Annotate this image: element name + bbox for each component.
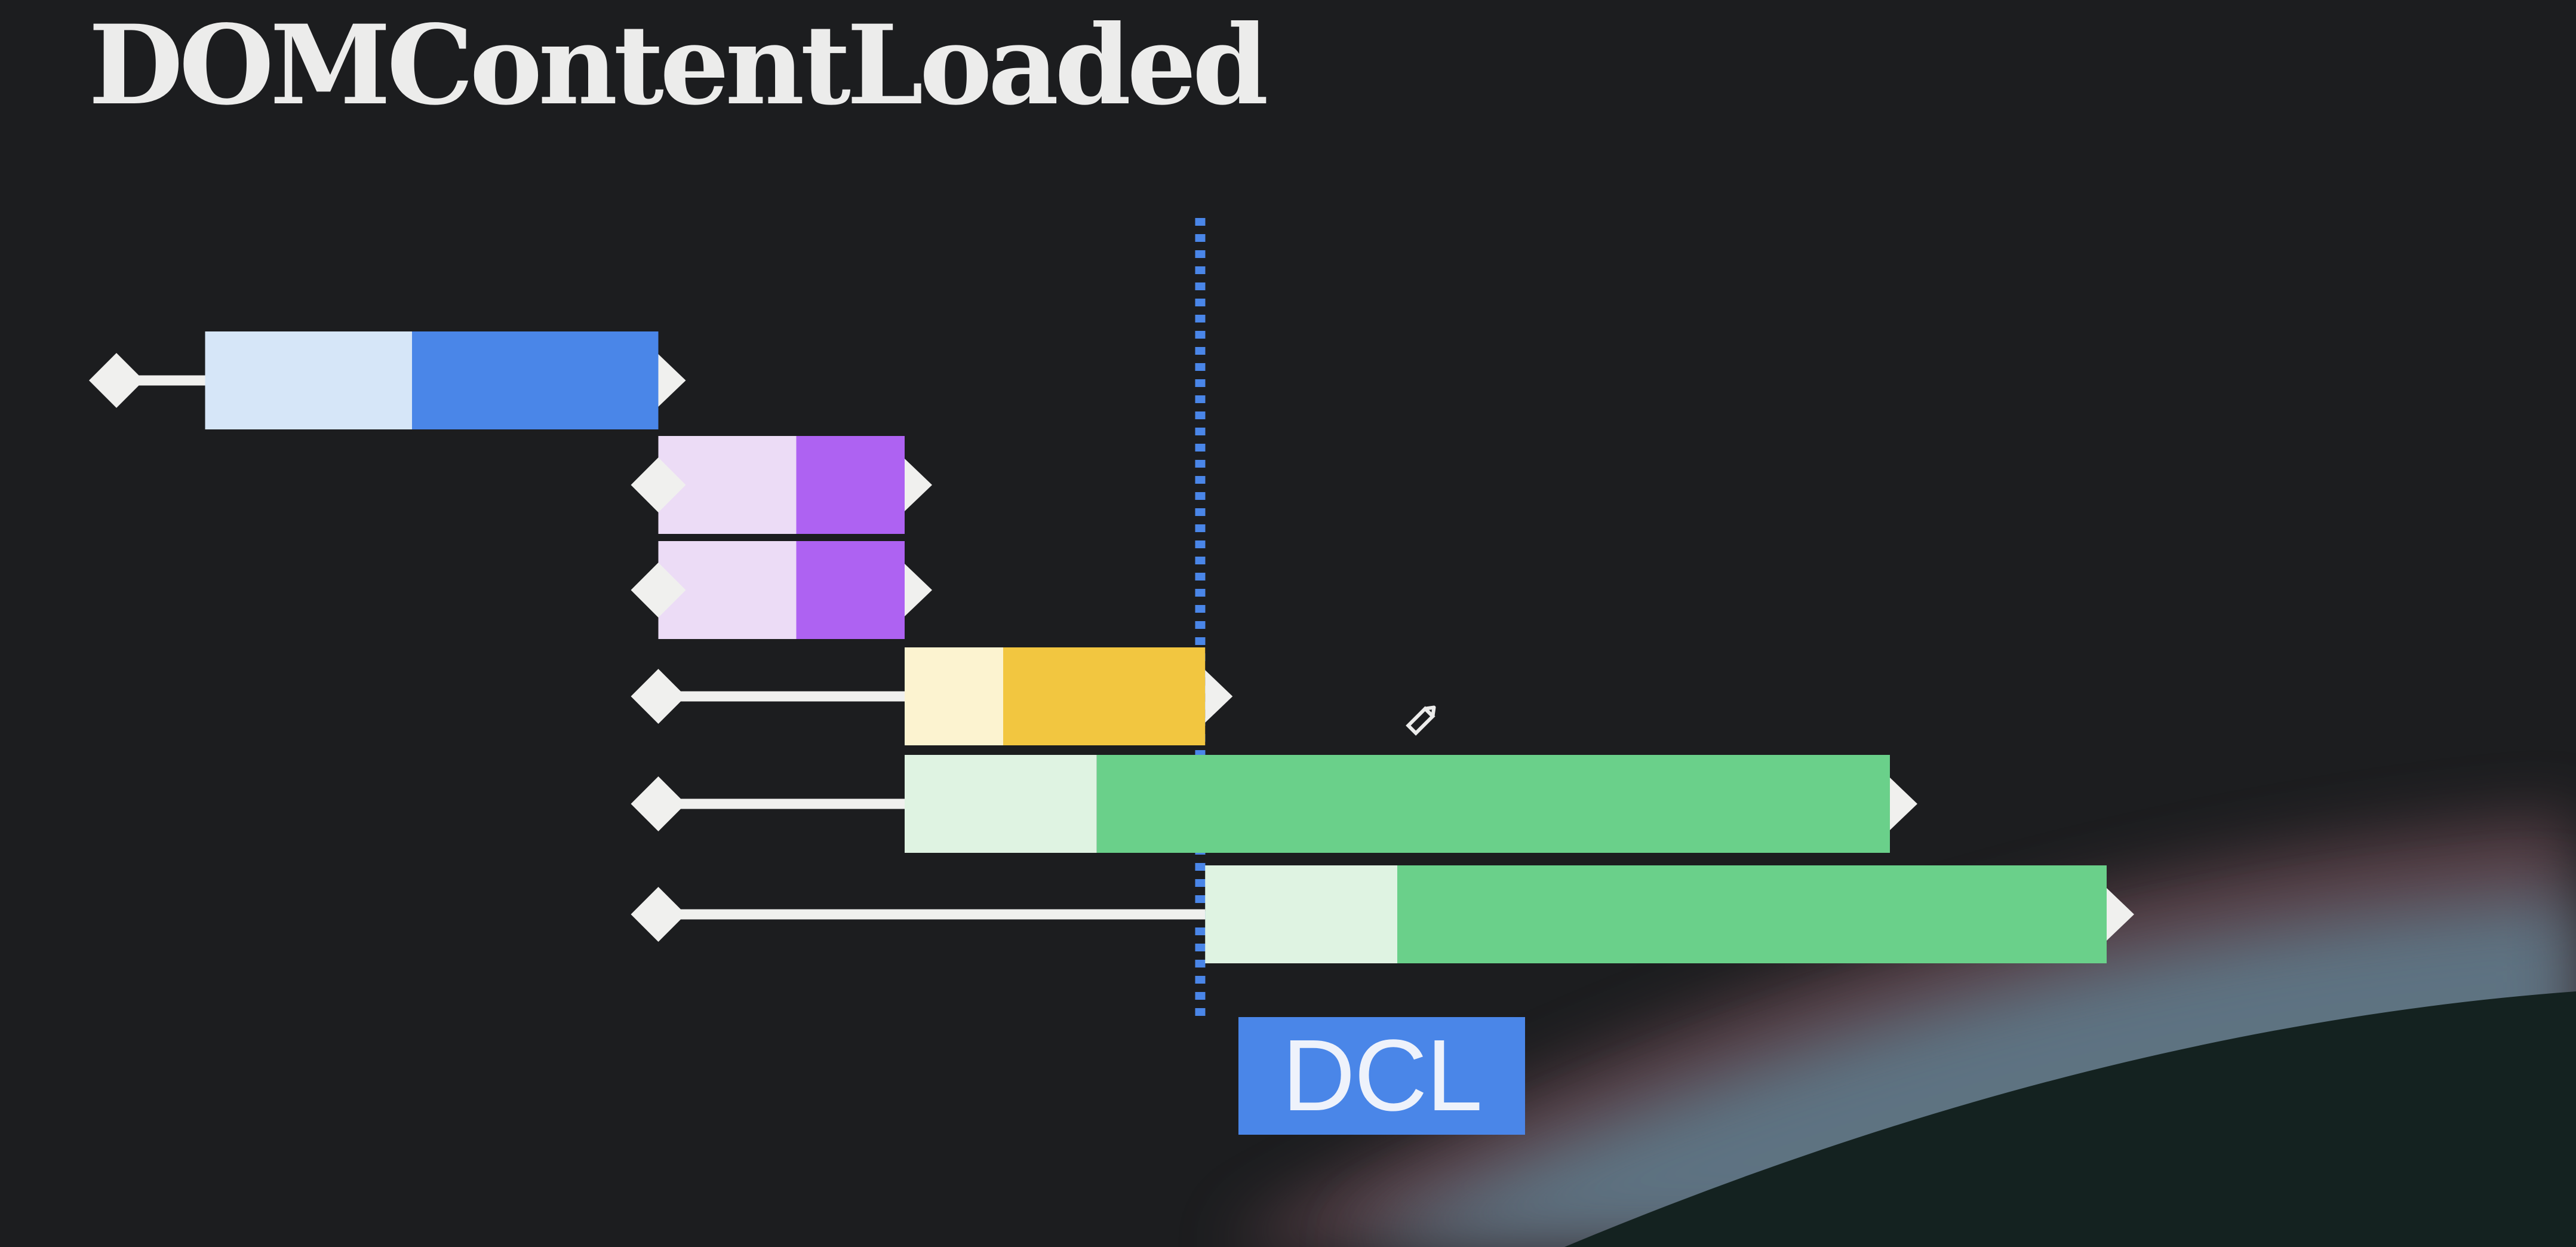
request-html-waiting-bar [205, 331, 412, 429]
request-html-download-bar [412, 331, 659, 429]
request-css-2-start-diamond-icon [631, 563, 686, 618]
request-script-download-bar [1003, 647, 1206, 745]
request-image-1-end-arrow-icon [1890, 778, 1917, 830]
pen-cursor-icon [1406, 705, 1436, 736]
request-image-2-end-arrow-icon [2107, 888, 2134, 941]
dcl-marker-label: DCL [1238, 1017, 1525, 1135]
request-script-end-arrow-icon [1205, 670, 1233, 723]
request-script-start-diamond-icon [631, 669, 686, 724]
request-css-1-start-diamond-icon [631, 457, 686, 512]
page-title: DOMContentLoaded [88, 1, 1269, 130]
request-image-1-start-diamond-icon [631, 776, 686, 831]
request-css-2-end-arrow-icon [905, 564, 932, 616]
request-html-end-arrow-icon [658, 354, 686, 407]
request-script-waiting-bar [905, 647, 1003, 745]
request-image-2-download-bar [1397, 865, 2107, 963]
request-image-1-download-bar [1096, 755, 1890, 853]
request-css-1-download-bar [796, 436, 905, 534]
request-css-1-end-arrow-icon [905, 459, 932, 511]
request-css-2-download-bar [796, 541, 905, 639]
request-image-1-waiting-bar [905, 755, 1097, 853]
request-image-2-waiting-bar [1205, 865, 1397, 963]
request-html-start-diamond-icon [89, 353, 144, 408]
request-image-2-start-diamond-icon [631, 887, 686, 942]
